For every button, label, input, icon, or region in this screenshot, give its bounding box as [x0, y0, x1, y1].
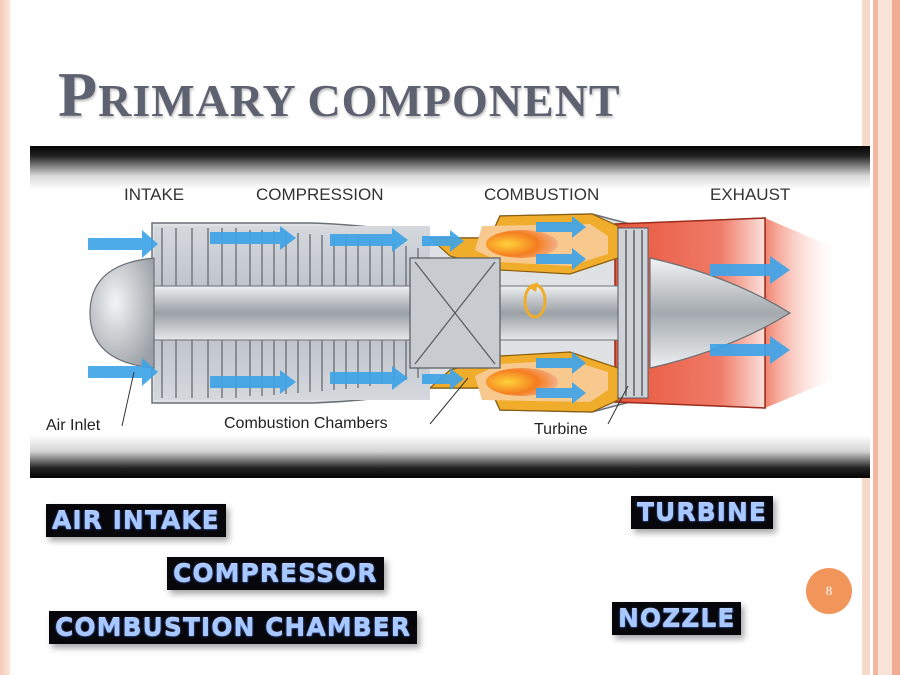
left-border	[0, 0, 10, 675]
main-shaft	[149, 285, 621, 341]
rotation-arrow-icon	[523, 282, 547, 319]
callout-combustion-chambers: Combustion Chambers	[224, 415, 388, 432]
jet-engine-diagram: INTAKE COMPRESSION COMBUSTION EXHAUST	[30, 146, 870, 478]
exhaust-cone	[649, 257, 792, 369]
title-rest: RIMARY COMPONENT	[98, 75, 621, 126]
turbine-blades	[617, 227, 649, 399]
section-compression: COMPRESSION	[256, 185, 384, 204]
section-combustion: COMBUSTION	[484, 185, 599, 204]
page-number-badge: 8	[806, 568, 852, 614]
slide-title: PRIMARY COMPONENT	[58, 58, 621, 132]
tag-turbine: TURBINE	[631, 496, 773, 529]
engine-illustration: INTAKE COMPRESSION COMBUSTION EXHAUST	[46, 185, 842, 438]
tag-nozzle: NOZZLE	[612, 602, 742, 635]
callout-turbine: Turbine	[534, 421, 588, 438]
tag-combustion-chamber: COMBUSTION CHAMBER	[49, 611, 417, 644]
exhaust-plume	[765, 218, 842, 408]
callout-air-inlet: Air Inlet	[46, 417, 101, 434]
airflow-arrows	[88, 216, 790, 404]
section-exhaust: EXHAUST	[710, 185, 790, 204]
tag-compressor: COMPRESSOR	[167, 557, 384, 590]
leader-lines	[121, 371, 629, 427]
title-initial: P	[58, 59, 99, 130]
section-intake: INTAKE	[124, 185, 184, 204]
flame-top	[486, 230, 558, 258]
diffuser-struts	[414, 261, 496, 365]
intake-spinner	[89, 257, 155, 369]
tag-air-intake: AIR INTAKE	[46, 504, 226, 537]
